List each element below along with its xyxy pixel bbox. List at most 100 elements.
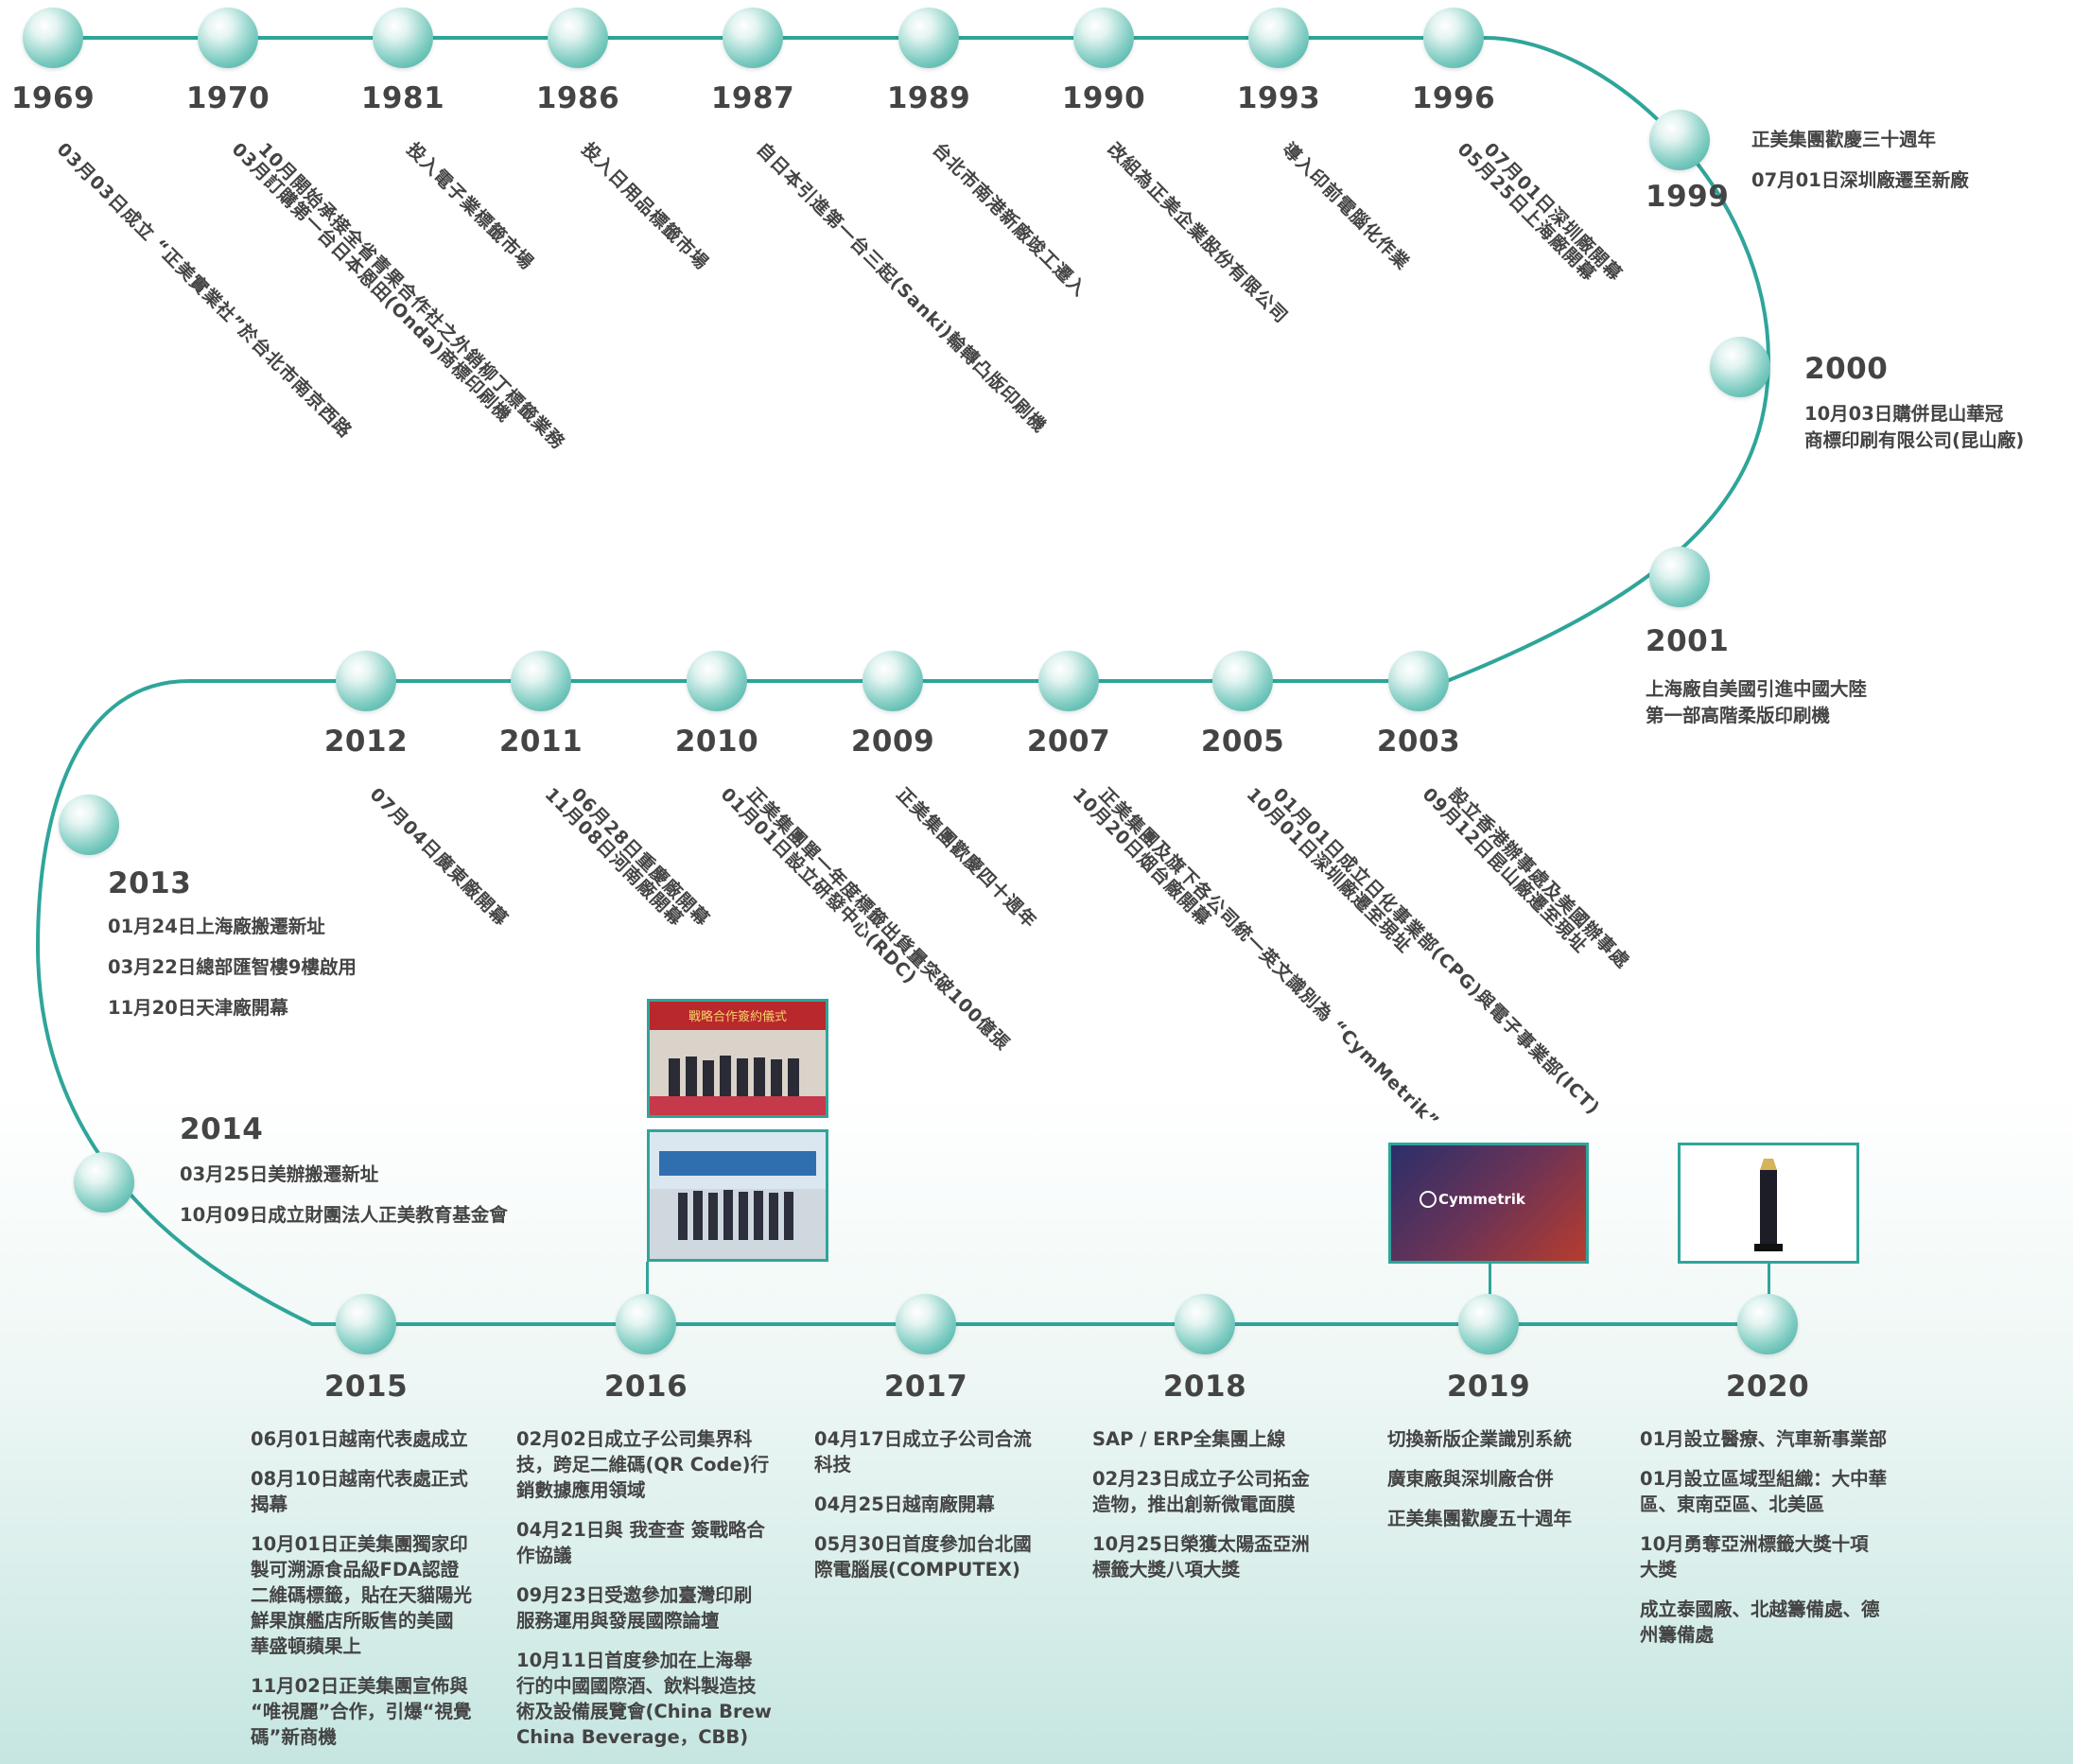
event-text: 06月01日越南代表處成立 (251, 1428, 468, 1450)
event-text: 上海廠自美國引進中國大陸 第一部高階柔版印刷機 (1646, 678, 1868, 726)
timeline-node (548, 8, 608, 68)
timeline-node (1073, 8, 1134, 68)
timeline-node (1649, 110, 1710, 170)
timeline-node (1710, 337, 1770, 397)
photo-connector-2019 (1489, 1264, 1491, 1301)
year-label: 1996 (1411, 81, 1496, 115)
event-list: 01月設立醫療、汽車新事業部 01月設立區域型組織：大中華 區、東南亞區、北美區 1… (1640, 1426, 1887, 1662)
timeline-node (59, 795, 119, 855)
year-label: 1986 (535, 81, 620, 115)
year-label: 2017 (883, 1370, 968, 1404)
event-text: 10月11日首度參加在上海舉 行的中國國際酒、飲料製造技 術及設備展覽會(Chi… (516, 1650, 772, 1748)
event-list: 上海廠自美國引進中國大陸 第一部高階柔版印刷機 (1646, 676, 1867, 743)
event-text: 02月23日成立子公司拓金 造物，推出創新微電面膜 (1092, 1468, 1310, 1515)
event-text: 10月01日正美集團獨家印 製可溯源食品級FDA認證 二維碼標籤，貼在天貓陽光 … (251, 1533, 473, 1657)
year-label: 1969 (10, 81, 96, 115)
event-text: 07月01日深圳廠遷至新廠 (1751, 169, 1969, 191)
event-text: 03月22日總部匯智樓9樓啟用 (108, 956, 357, 978)
year-label: 1970 (185, 81, 270, 115)
year-label: 2007 (1026, 725, 1111, 759)
year-label: 2015 (323, 1370, 409, 1404)
timeline-node (23, 8, 83, 68)
event-text: 10月09日成立財團法人正美教育基金會 (180, 1204, 508, 1226)
timeline-node (1175, 1294, 1235, 1354)
event-list: 02月02日成立子公司集界科 技，跨足二維碼(QR Code)行 銷數據應用領域… (516, 1426, 772, 1764)
event-text: 01月設立醫療、汽車新事業部 (1640, 1428, 1888, 1450)
event-text: 10月03日購併昆山華冠 商標印刷有限公司(昆山廠) (1804, 403, 2025, 451)
timeline-node (1737, 1294, 1798, 1354)
year-label: 2013 (108, 866, 192, 900)
year-label: 2009 (850, 725, 935, 759)
timeline-node (1248, 8, 1309, 68)
event-text: 11月02日正美集團宣佈與 “唯視麗”合作，引爆“視覺 碼”新商機 (251, 1675, 472, 1748)
event-text: 10月勇奪亞洲標籤大獎十項 大獎 (1640, 1533, 1869, 1581)
event-list: 03月25日美辦搬遷新址 10月09日成立財團法人正美教育基金會 (180, 1161, 508, 1243)
event-text: 切換新版企業識別系統 (1387, 1428, 1573, 1450)
cymmetrik-logo-image: Cymmetrik (1388, 1143, 1589, 1264)
year-label: 1993 (1236, 81, 1321, 115)
cymmetrik-logo-icon (1420, 1191, 1437, 1208)
event-text: 02月02日成立子公司集界科 技，跨足二維碼(QR Code)行 銷數據應用領域 (516, 1428, 770, 1501)
event-text: 正美集團歡慶五十週年 (1387, 1508, 1573, 1529)
event-text: 08月10日越南代表處正式 揭幕 (251, 1468, 468, 1515)
photo-connector-2020 (1768, 1264, 1770, 1301)
year-label: 2020 (1725, 1370, 1810, 1404)
photo-connector-2016 (646, 1262, 649, 1300)
year-label: 1981 (360, 81, 445, 115)
year-label: 1999 (1646, 180, 1730, 214)
event-text: 04月17日成立子公司合流 科技 (814, 1428, 1032, 1476)
timeline-node (1458, 1294, 1519, 1354)
year-label: 2000 (1804, 352, 1889, 386)
event-text: 04月25日越南廠開幕 (814, 1493, 995, 1515)
event-text: 成立泰國廠、北越籌備處、德 州籌備處 (1640, 1598, 1880, 1646)
timeline-node (1038, 651, 1099, 711)
event-list: 01月24日上海廠搬遷新址 03月22日總部匯智樓9樓啟用 11月20日天津廠開幕 (108, 914, 357, 1036)
award-trophy-image (1678, 1143, 1859, 1264)
timeline-node (198, 8, 258, 68)
timeline-node (1649, 547, 1710, 607)
event-text: SAP / ERP全集團上線 (1092, 1428, 1286, 1450)
year-label: 2018 (1162, 1370, 1247, 1404)
timeline-node (896, 1294, 956, 1354)
banner-text: 戰略合作簽約儀式 (688, 1009, 787, 1024)
event-text: 10月25日榮獲太陽盃亞洲 標籤大獎八項大獎 (1092, 1533, 1310, 1581)
timeline-node (862, 651, 923, 711)
year-label: 2014 (180, 1112, 264, 1146)
event-text: 01月24日上海廠搬遷新址 (108, 916, 325, 937)
event-text: 01月設立區域型組織：大中華 區、東南亞區、北美區 (1640, 1468, 1888, 1515)
year-label: 2016 (603, 1370, 688, 1404)
event-text: 09月23日受邀參加臺灣印刷 服務運用與發展國際論壇 (516, 1584, 753, 1632)
timeline-node (1212, 651, 1273, 711)
timeline-node (1423, 8, 1484, 68)
year-label: 1990 (1061, 81, 1146, 115)
event-list: 04月17日成立子公司合流 科技 04月25日越南廠開幕 05月30日首度參加台北國… (814, 1426, 1032, 1597)
event-text: 04月21日與 我查查 簽戰略合 作協議 (516, 1519, 765, 1566)
event-list: 正美集團歡慶三十週年 07月01日深圳廠遷至新廠 (1751, 127, 1969, 208)
timeline-node (1388, 651, 1449, 711)
event-text: 03月25日美辦搬遷新址 (180, 1163, 379, 1185)
timeline-node (687, 651, 747, 711)
year-label: 2001 (1646, 624, 1730, 658)
year-label: 1987 (710, 81, 795, 115)
event-text: 正美集團歡慶三十週年 (1751, 129, 1937, 150)
cymmetrik-logo-text: Cymmetrik (1438, 1191, 1525, 1208)
event-list: 06月01日越南代表處成立 08月10日越南代表處正式 揭幕 10月01日正美集團獨… (251, 1426, 472, 1764)
event-text: 11月20日天津廠開幕 (108, 997, 288, 1019)
year-label: 2011 (498, 725, 584, 759)
timeline-node (898, 8, 959, 68)
timeline-node (616, 1294, 676, 1354)
event-text: 廣東廠與深圳廠合併 (1387, 1468, 1554, 1490)
forum-group-photo (647, 1129, 828, 1262)
year-label: 2005 (1200, 725, 1285, 759)
event-list: 切換新版企業識別系統廣東廠與深圳廠合併正美集團歡慶五十週年 (1387, 1426, 1572, 1546)
timeline-node (336, 651, 396, 711)
timeline-node (723, 8, 783, 68)
timeline-node (511, 651, 571, 711)
year-label: 2012 (323, 725, 409, 759)
year-label: 2019 (1446, 1370, 1531, 1404)
event-list: 10月03日購併昆山華冠 商標印刷有限公司(昆山廠) (1804, 401, 2024, 468)
year-label: 2010 (674, 725, 759, 759)
event-text: 05月30日首度參加台北國 際電腦展(COMPUTEX) (814, 1533, 1032, 1581)
signing-ceremony-photo: 戰略合作簽約儀式 (647, 999, 828, 1118)
timeline-node (373, 8, 433, 68)
